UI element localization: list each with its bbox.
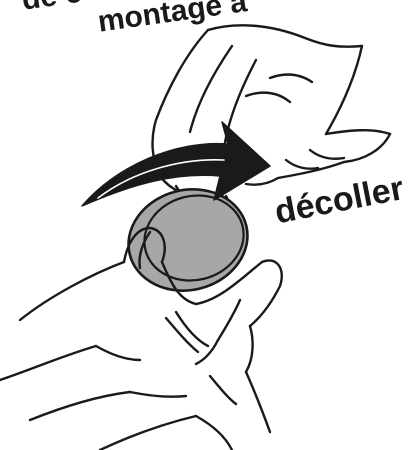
adhesive-disc — [118, 177, 259, 303]
